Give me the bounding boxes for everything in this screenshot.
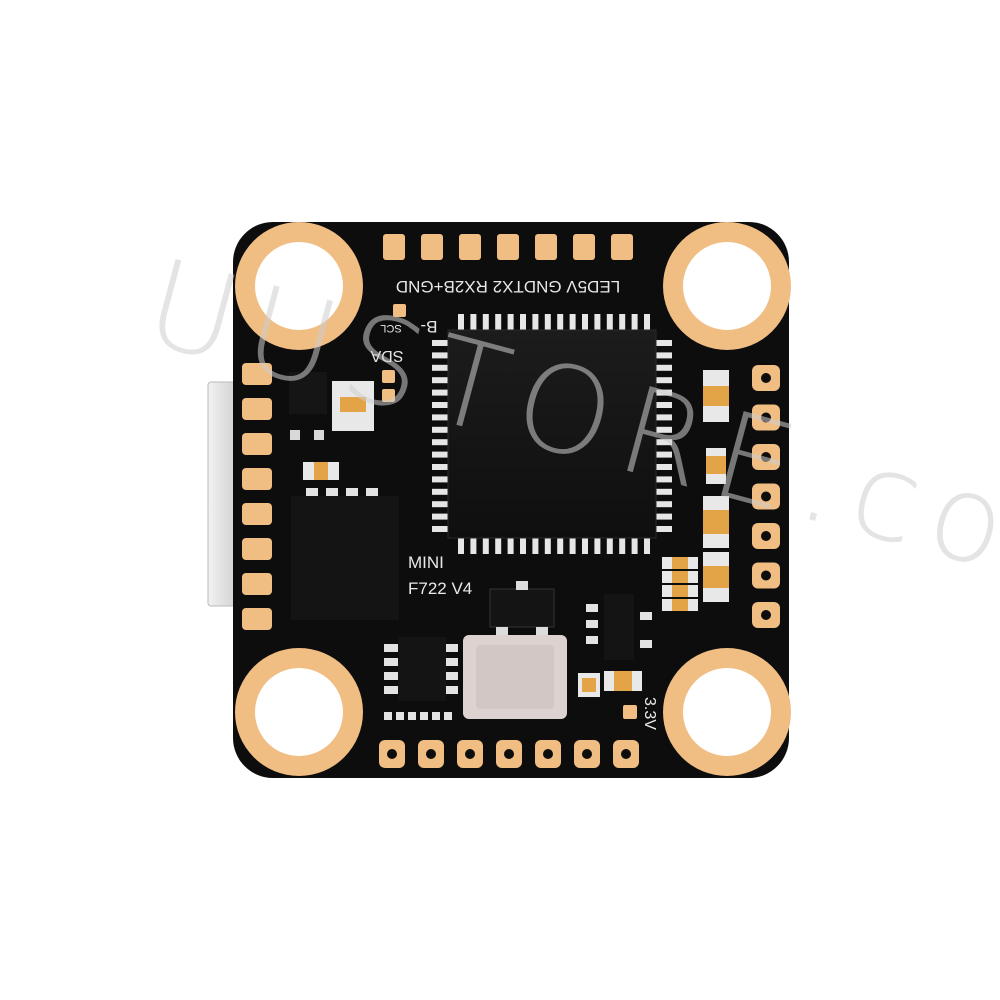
mount-hole-bottom-left	[235, 648, 363, 776]
mount-hole-top-left	[235, 222, 363, 350]
small-ic-near-sda	[289, 372, 327, 440]
capacitor-5	[703, 496, 729, 548]
i2c-pads	[382, 304, 406, 402]
inductor	[463, 635, 567, 719]
mcu-chip	[432, 314, 672, 554]
right-solder-pads	[752, 365, 780, 628]
regulator-chip	[489, 581, 555, 636]
mount-hole-bottom-right	[663, 648, 791, 776]
capacitor-7	[578, 673, 600, 697]
model-label-line1: MINI	[408, 553, 444, 572]
bottom-test-pads	[384, 712, 452, 720]
pad-3v3	[623, 705, 637, 719]
capacitor-1	[332, 381, 374, 431]
transistor-chip	[586, 594, 652, 660]
gyro-chip	[291, 488, 399, 620]
bottom-solder-pads	[379, 740, 639, 768]
capacitor-8	[604, 671, 642, 691]
capacitor-6	[703, 552, 729, 602]
label-scl: SCL	[380, 322, 401, 334]
resistor-array	[662, 557, 698, 611]
top-solder-pads	[383, 234, 633, 260]
label-sda: SDA	[370, 347, 403, 364]
flash-chip	[384, 637, 458, 701]
label-3v3: 3.3V	[641, 697, 658, 730]
capacitor-3	[703, 370, 729, 422]
top-pad-labels: LED5V GNDTX2 RX2B+GND	[396, 277, 620, 296]
capacitor-2	[303, 462, 339, 480]
capacitor-4	[706, 448, 726, 484]
model-label-line2: F722 V4	[408, 579, 472, 598]
label-b-minus: B-	[421, 317, 438, 336]
left-solder-pads	[242, 363, 272, 630]
mount-hole-top-right	[663, 222, 791, 350]
